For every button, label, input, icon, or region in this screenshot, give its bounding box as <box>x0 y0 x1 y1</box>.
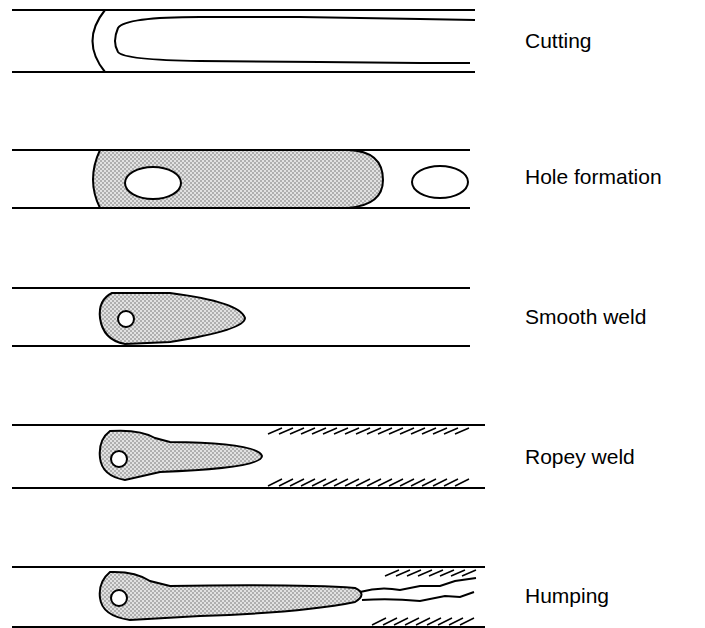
ripple-hatch <box>455 479 469 486</box>
mode-label: Ropey weld <box>525 446 635 467</box>
ripple-hatch <box>460 618 474 625</box>
mode-label: Cutting <box>525 30 592 51</box>
mode-label: Smooth weld <box>525 306 646 327</box>
ripple-hatch <box>462 570 476 576</box>
ripple-hatch <box>455 428 469 434</box>
mode-label: Humping <box>525 585 609 606</box>
mode-label: Hole formation <box>525 166 662 187</box>
